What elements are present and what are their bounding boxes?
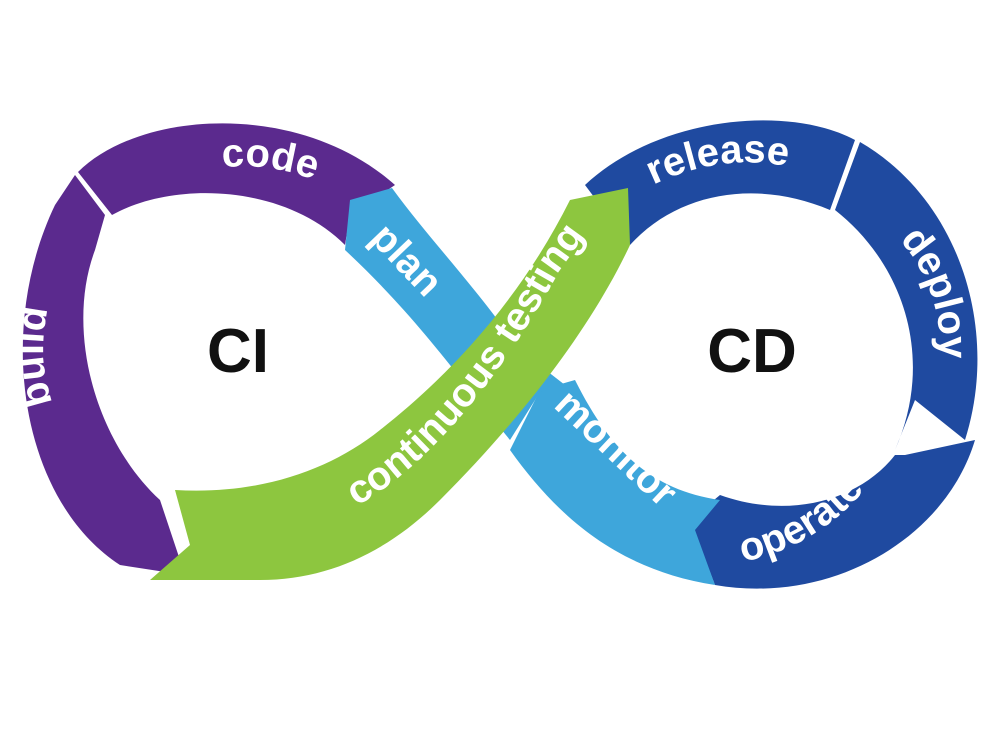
segment-code (78, 123, 395, 245)
segment-deploy (835, 142, 978, 450)
segment-build (22, 175, 185, 575)
cd-center-label: CD (707, 317, 797, 386)
segment-release (585, 120, 855, 245)
segment-monitor (510, 380, 720, 585)
ci-center-label: CI (207, 317, 269, 386)
segment-continuous-testing (150, 188, 630, 580)
segment-operate (690, 440, 975, 589)
